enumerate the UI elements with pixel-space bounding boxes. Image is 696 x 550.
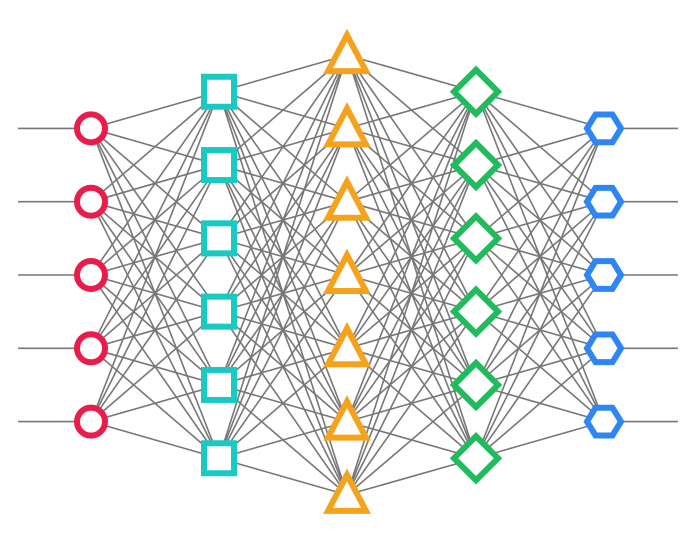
- hidden-3-diamond-node: [449, 432, 503, 485]
- connection-edge: [218, 457, 348, 496]
- hidden-3-diamond-node: [449, 212, 503, 265]
- connection-edge: [90, 91, 220, 349]
- connection-edge: [475, 128, 605, 386]
- connection-edge: [475, 90, 605, 130]
- input-circle-node: [74, 184, 108, 219]
- connection-edge: [218, 54, 348, 459]
- hidden-1-square-node: [201, 220, 237, 257]
- connection-edge: [346, 91, 477, 276]
- connection-edge: [218, 54, 348, 93]
- hidden-1-square-node: [201, 440, 237, 477]
- connection-edge: [475, 127, 605, 166]
- connection-edge: [346, 91, 477, 496]
- connection-edge: [346, 384, 477, 496]
- connection-edge: [218, 128, 348, 459]
- input-circle-node: [74, 331, 108, 366]
- hidden-2-triangle-node: [323, 248, 371, 294]
- connection-edge: [475, 127, 605, 313]
- connection-edge: [218, 54, 348, 239]
- hidden-3-diamond-node: [449, 138, 503, 192]
- hidden-2-triangle-node: [323, 28, 371, 75]
- connection-edge: [90, 91, 220, 276]
- output-hexagon-node: [583, 184, 625, 219]
- connection-edge: [90, 91, 220, 422]
- connection-edge: [218, 54, 348, 386]
- hidden-3-diamond-node: [449, 358, 503, 412]
- connection-edge: [475, 274, 605, 459]
- output-hexagon-node: [583, 258, 625, 292]
- input-circle-node: [74, 404, 108, 439]
- input-circle-node: [74, 111, 108, 146]
- hidden-1-square-node: [201, 147, 237, 184]
- hidden-2-triangle-node: [323, 101, 371, 148]
- connection-edge: [346, 54, 477, 93]
- connection-edge: [346, 90, 477, 130]
- hidden-2-triangle-node: [323, 175, 371, 221]
- output-hexagon-node: [583, 404, 625, 439]
- connection-edge: [475, 347, 605, 459]
- connection-edge: [346, 237, 477, 496]
- connection-edge: [475, 201, 605, 459]
- connection-edge: [218, 420, 348, 460]
- connection-edge: [346, 311, 477, 496]
- hidden-2-triangle-node: [323, 395, 371, 441]
- connection-edge: [475, 127, 605, 239]
- connection-edge: [218, 274, 348, 459]
- connection-edge: [475, 420, 605, 460]
- hidden-1-square-node: [201, 293, 237, 330]
- connection-edge: [346, 91, 477, 349]
- connection-edge: [218, 54, 348, 313]
- connection-edge: [90, 164, 220, 422]
- connection-edge: [346, 457, 477, 496]
- output-hexagon-node: [583, 331, 625, 366]
- connection-edge: [90, 237, 220, 423]
- connection-edge: [90, 311, 220, 423]
- hidden-3-diamond-node: [449, 285, 503, 338]
- nodes: [74, 28, 625, 514]
- connection-edge: [90, 91, 220, 203]
- connection-edge: [346, 91, 477, 203]
- connection-edge: [475, 128, 605, 459]
- hidden-2-triangle-node: [323, 468, 371, 514]
- hidden-2-triangle-node: [323, 321, 371, 368]
- input-circle-node: [74, 258, 108, 292]
- connection-edge: [90, 90, 220, 130]
- connection-edge: [90, 384, 220, 423]
- connection-edge: [218, 201, 348, 459]
- output-hexagon-node: [583, 111, 625, 146]
- hidden-3-diamond-node: [449, 65, 503, 118]
- connection-edge: [90, 420, 220, 460]
- hidden-1-square-node: [201, 73, 237, 110]
- hidden-1-square-node: [201, 366, 237, 403]
